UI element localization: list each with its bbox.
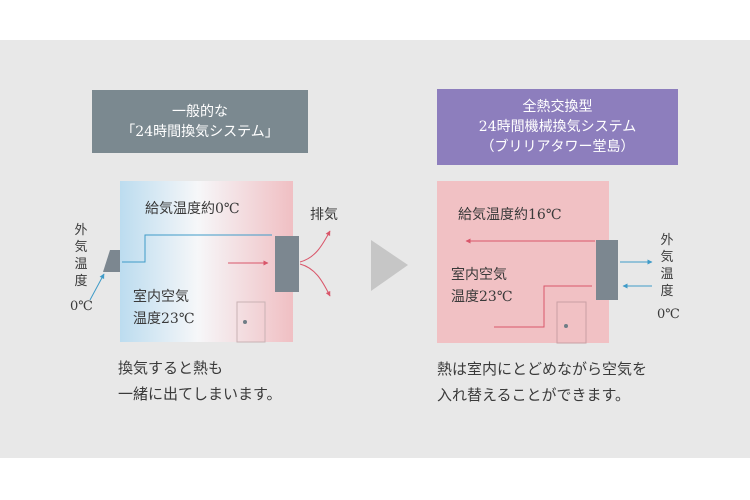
left-outside-air-arrow	[89, 273, 105, 301]
left-exhaust-unit	[275, 236, 299, 292]
left-supply-path	[122, 234, 272, 263]
right-outside-char: 度	[660, 284, 674, 299]
right-caption-line1: 熱は室内にとどめながら空気を	[437, 360, 648, 378]
center-transition-arrow	[371, 240, 408, 291]
right-room-temp-line2: 温度23℃	[451, 289, 513, 305]
right-door	[556, 301, 587, 344]
left-exhaust-curve-up	[299, 230, 331, 263]
left-exhaust-curve-down	[299, 263, 331, 297]
right-room-temp-line1: 室内空気	[451, 267, 507, 283]
left-title-line2: 「24時間換気システム」	[121, 123, 279, 140]
left-outside-char: 気	[74, 240, 88, 255]
left-caption-line2: 一緒に出てしまいます。	[118, 385, 282, 403]
right-door-knob	[564, 324, 568, 328]
left-outside-char: 外	[74, 223, 88, 238]
left-door	[236, 301, 266, 343]
left-outside-char: 温	[74, 257, 88, 272]
right-outside-temp-label: 外 気 温 度	[656, 232, 678, 300]
right-title-line1: 全熱交換型	[522, 99, 593, 115]
right-outside-char: 気	[660, 250, 674, 265]
right-outside-char: 外	[660, 233, 674, 248]
right-outside-char: 温	[660, 267, 674, 282]
right-heat-exchanger-unit	[596, 240, 618, 300]
right-title-line2: 24時間機械換気システム	[478, 119, 637, 135]
left-title-line1: 一般的な	[172, 103, 228, 120]
right-outside-temp-value: 0℃	[657, 307, 680, 322]
right-caption-line2: 入れ替えることができます。	[437, 386, 631, 404]
right-supply-temp-label: 給気温度約16℃	[458, 207, 562, 223]
left-outside-temp-label: 外 気 温 度	[70, 222, 92, 290]
right-title-box: 全熱交換型 24時間機械換気システム （ブリリアタワー堂島）	[437, 89, 678, 165]
right-return-path	[494, 285, 592, 328]
left-outside-char: 度	[74, 274, 88, 289]
left-supply-temp-label: 給気温度約0℃	[145, 201, 240, 217]
left-exhaust-label: 排気	[310, 207, 338, 223]
left-door-knob	[243, 320, 247, 324]
left-caption-line1: 換気すると熱も	[118, 359, 224, 377]
left-outside-temp-value: 0℃	[70, 299, 93, 314]
right-title-line3: （ブリリアタワー堂島）	[480, 139, 635, 155]
left-room-temp-line1: 室内空気	[133, 289, 189, 305]
left-room-temp-line2: 温度23℃	[133, 311, 195, 327]
right-room	[437, 181, 609, 343]
left-inlet-vent	[103, 250, 120, 272]
left-title-box: 一般的な 「24時間換気システム」	[92, 90, 308, 153]
